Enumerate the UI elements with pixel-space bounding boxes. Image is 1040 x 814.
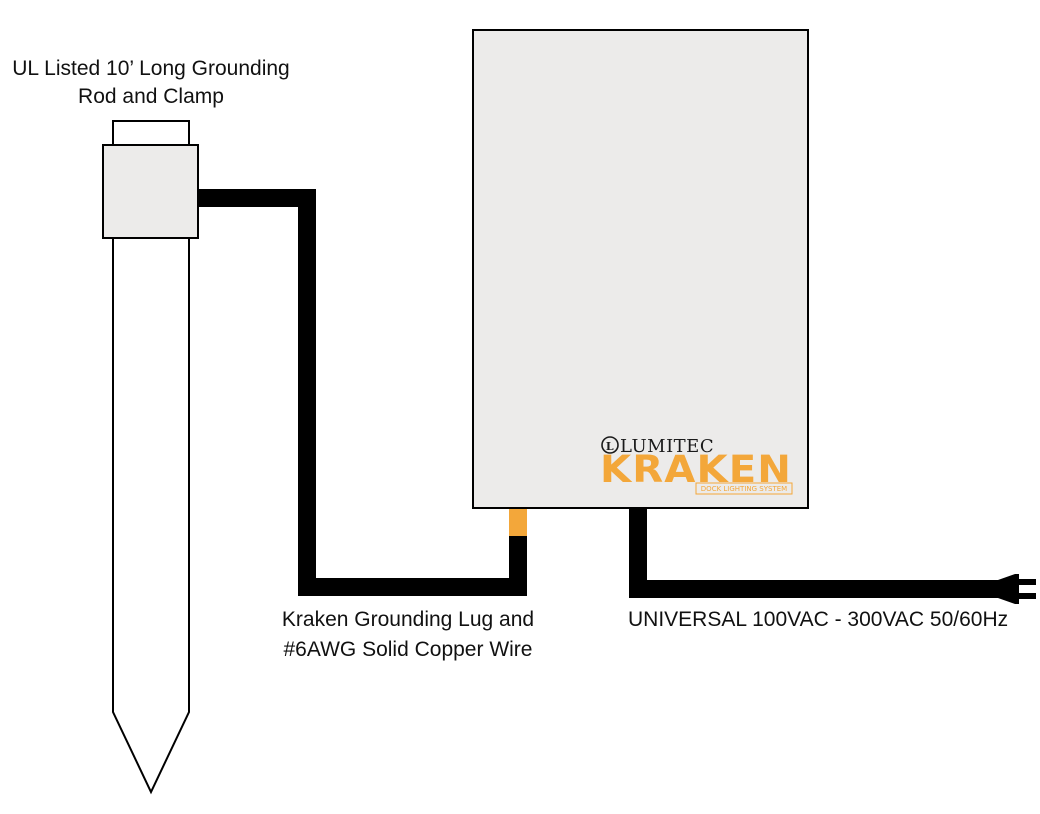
grounding-lug: [509, 508, 527, 536]
lug-label-line2: #6AWG Solid Copper Wire: [284, 638, 533, 661]
grounding-clamp: [102, 144, 199, 239]
ground-wire: [198, 189, 527, 596]
lumitec-wordmark: LUMITEC: [620, 436, 714, 457]
rod-label-line1: UL Listed 10’ Long Grounding: [12, 57, 289, 80]
power-label: UNIVERSAL 100VAC - 300VAC 50/60Hz: [628, 608, 1008, 631]
rod-body: [112, 237, 190, 795]
kraken-logo: L LUMITEC KRAKEN DOCK LIGHTING SYSTEM: [600, 436, 793, 495]
power-plug-icon: [998, 574, 1036, 604]
power-cord: [629, 508, 1000, 598]
rod-top-cap: [112, 120, 190, 148]
rod-label-line2: Rod and Clamp: [78, 85, 224, 108]
lumitec-mark: L: [606, 440, 614, 453]
lumitec-logo-icon: [601, 436, 619, 454]
lug-label-line1: Kraken Grounding Lug and: [282, 608, 534, 631]
grounding-rod: [112, 120, 190, 795]
kraken-tagline: DOCK LIGHTING SYSTEM: [701, 485, 787, 493]
tagline-box: [695, 482, 793, 495]
kraken-enclosure: [472, 29, 809, 509]
